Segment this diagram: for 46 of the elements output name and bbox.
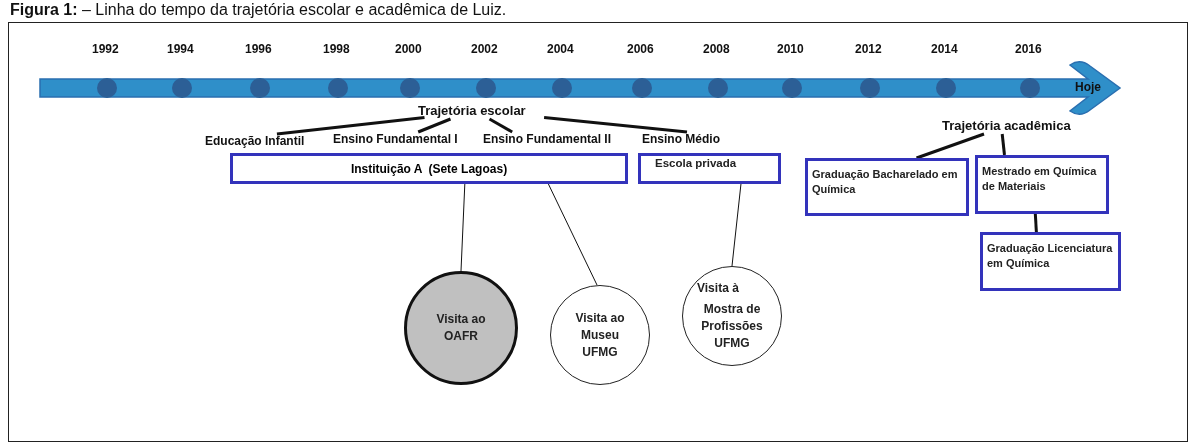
connector-line xyxy=(488,117,513,134)
stage-label: Ensino Fundamental II xyxy=(483,132,629,148)
connector-line xyxy=(460,183,466,272)
stage-box xyxy=(638,153,781,184)
box-text: Graduação Licenciatura em Química xyxy=(986,241,1114,271)
box-text: Escola privada xyxy=(654,156,738,171)
year-label: 2002 xyxy=(471,42,498,56)
year-label: 1996 xyxy=(245,42,272,56)
year-label: 2014 xyxy=(931,42,958,56)
stage-label: Ensino Médio xyxy=(642,132,732,148)
event-text: Mostra de Profissões UFMG xyxy=(700,301,764,352)
event-text: Visita ao OAFR xyxy=(436,311,486,345)
figure-title: Figura 1: – Linha do tempo da trajetória escolar e acadêmica de Luiz. xyxy=(10,1,507,19)
connector-line xyxy=(417,117,452,134)
event-text: Visita à xyxy=(697,280,740,297)
connector-line xyxy=(276,115,425,136)
year-label: 2016 xyxy=(1015,42,1042,56)
connector-line xyxy=(543,115,688,134)
box-text: Mestrado em Química de Materiais xyxy=(981,164,1098,194)
year-label: 2010 xyxy=(777,42,804,56)
timeline-end-label: Hoje xyxy=(1075,80,1101,94)
connector-line xyxy=(547,183,598,286)
year-label: 2012 xyxy=(855,42,882,56)
group-heading: Trajetória escolar xyxy=(418,103,548,119)
connector-line xyxy=(1000,133,1006,156)
box-text: Graduação Bacharelado em Química xyxy=(811,167,959,197)
year-label: 2000 xyxy=(395,42,422,56)
box-text: Instituição A xyxy=(350,161,423,176)
year-label: 2008 xyxy=(703,42,730,56)
year-label: 2004 xyxy=(547,42,574,56)
box-text: (Sete Lagoas) xyxy=(428,161,508,176)
group-heading: Trajetória acadêmica xyxy=(942,118,1082,134)
connector-line xyxy=(916,132,985,160)
stage-box xyxy=(230,153,628,184)
connector-line xyxy=(731,183,742,267)
year-label: 2006 xyxy=(627,42,654,56)
stage-box xyxy=(980,232,1121,291)
connector-line xyxy=(1033,213,1038,233)
stage-label: Educação Infantil xyxy=(205,134,321,150)
stage-label: Ensino Fundamental I xyxy=(333,132,475,148)
stage-box xyxy=(975,155,1109,214)
year-label: 1994 xyxy=(167,42,194,56)
year-label: 1998 xyxy=(323,42,350,56)
stage-box xyxy=(805,158,969,216)
year-label: 1992 xyxy=(92,42,119,56)
event-text: Visita ao Museu UFMG xyxy=(574,309,626,361)
